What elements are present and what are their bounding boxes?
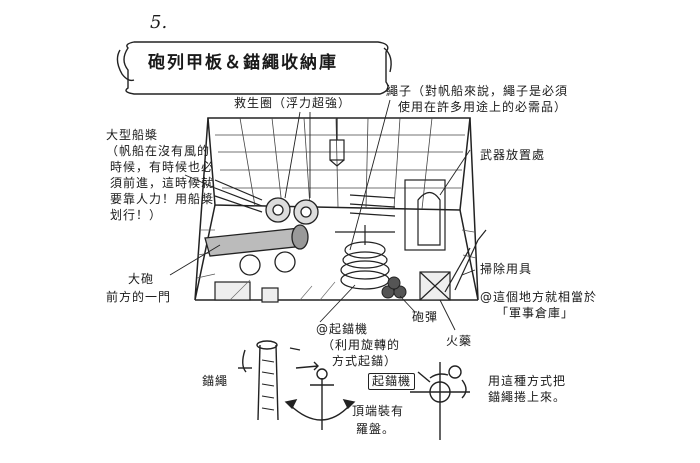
ceiling-grid (215, 117, 465, 210)
page-number: 5. (150, 12, 168, 33)
label-compass-line1: 頂端裝有 (352, 404, 405, 418)
label-oar-line-5: 划行！） (110, 208, 163, 222)
label-cannon-line2: 前方的一門 (106, 290, 172, 304)
leader-lines (169, 99, 476, 331)
label-winding-line2: 錨繩捲上來。 (488, 390, 567, 404)
label-armory-line1: @這個地方就相當於 (480, 290, 598, 304)
lifebuoys (265, 197, 319, 225)
label-capstan-line2: （利用旋轉的 (322, 338, 401, 352)
label-capstan-box: 起錨機 (368, 373, 416, 390)
label-oar-line-2: 時候，有時候也必 (110, 160, 215, 174)
capstan-detail (238, 340, 356, 430)
label-cannonball: 砲彈 (412, 310, 439, 324)
cannon (204, 224, 309, 276)
page-title: 砲列甲板＆錨繩收納庫 (148, 53, 338, 73)
label-capstan-line3: 方式起錨） (332, 354, 398, 368)
label-cannon-line1: 大砲 (128, 272, 155, 286)
weapons-rack (349, 179, 446, 251)
label-cleaning: 掃除用具 (480, 262, 533, 276)
label-capstan-line1: @起錨機 (316, 322, 369, 336)
cannonballs (381, 276, 407, 299)
cleaning-tools (444, 229, 487, 293)
capstan-top-view (410, 362, 470, 440)
label-oar-line-1: （帆船在沒有風的 (106, 144, 211, 158)
label-oar-title: 大型船槳 (106, 128, 159, 142)
label-oar-line-4: 要靠人力！用船槳 (110, 192, 215, 206)
label-winding-line1: 用這種方式把 (488, 374, 567, 388)
label-rope-line2: 使用在許多用途上的必需品） (398, 100, 568, 114)
floor-lines (229, 279, 336, 301)
label-gunpowder: 火藥 (446, 334, 473, 348)
label-oar-line-3: 須前進，這時候就 (110, 176, 215, 190)
label-rope-line1: 繩子（對帆船來說，繩子是必須 (386, 84, 569, 98)
oars (214, 179, 263, 213)
crates (214, 271, 451, 303)
label-lifebuoy: 救生圈（浮力超強） (234, 96, 352, 110)
title-scroll (116, 41, 392, 95)
label-anchor-rope: 錨繩 (202, 374, 229, 388)
label-armory-line2: 「軍事倉庫」 (496, 306, 575, 320)
label-compass-line2: 羅盤。 (356, 422, 396, 436)
rope-coil (335, 225, 395, 290)
lantern (329, 118, 345, 167)
label-weapons: 武器放置處 (480, 148, 546, 162)
